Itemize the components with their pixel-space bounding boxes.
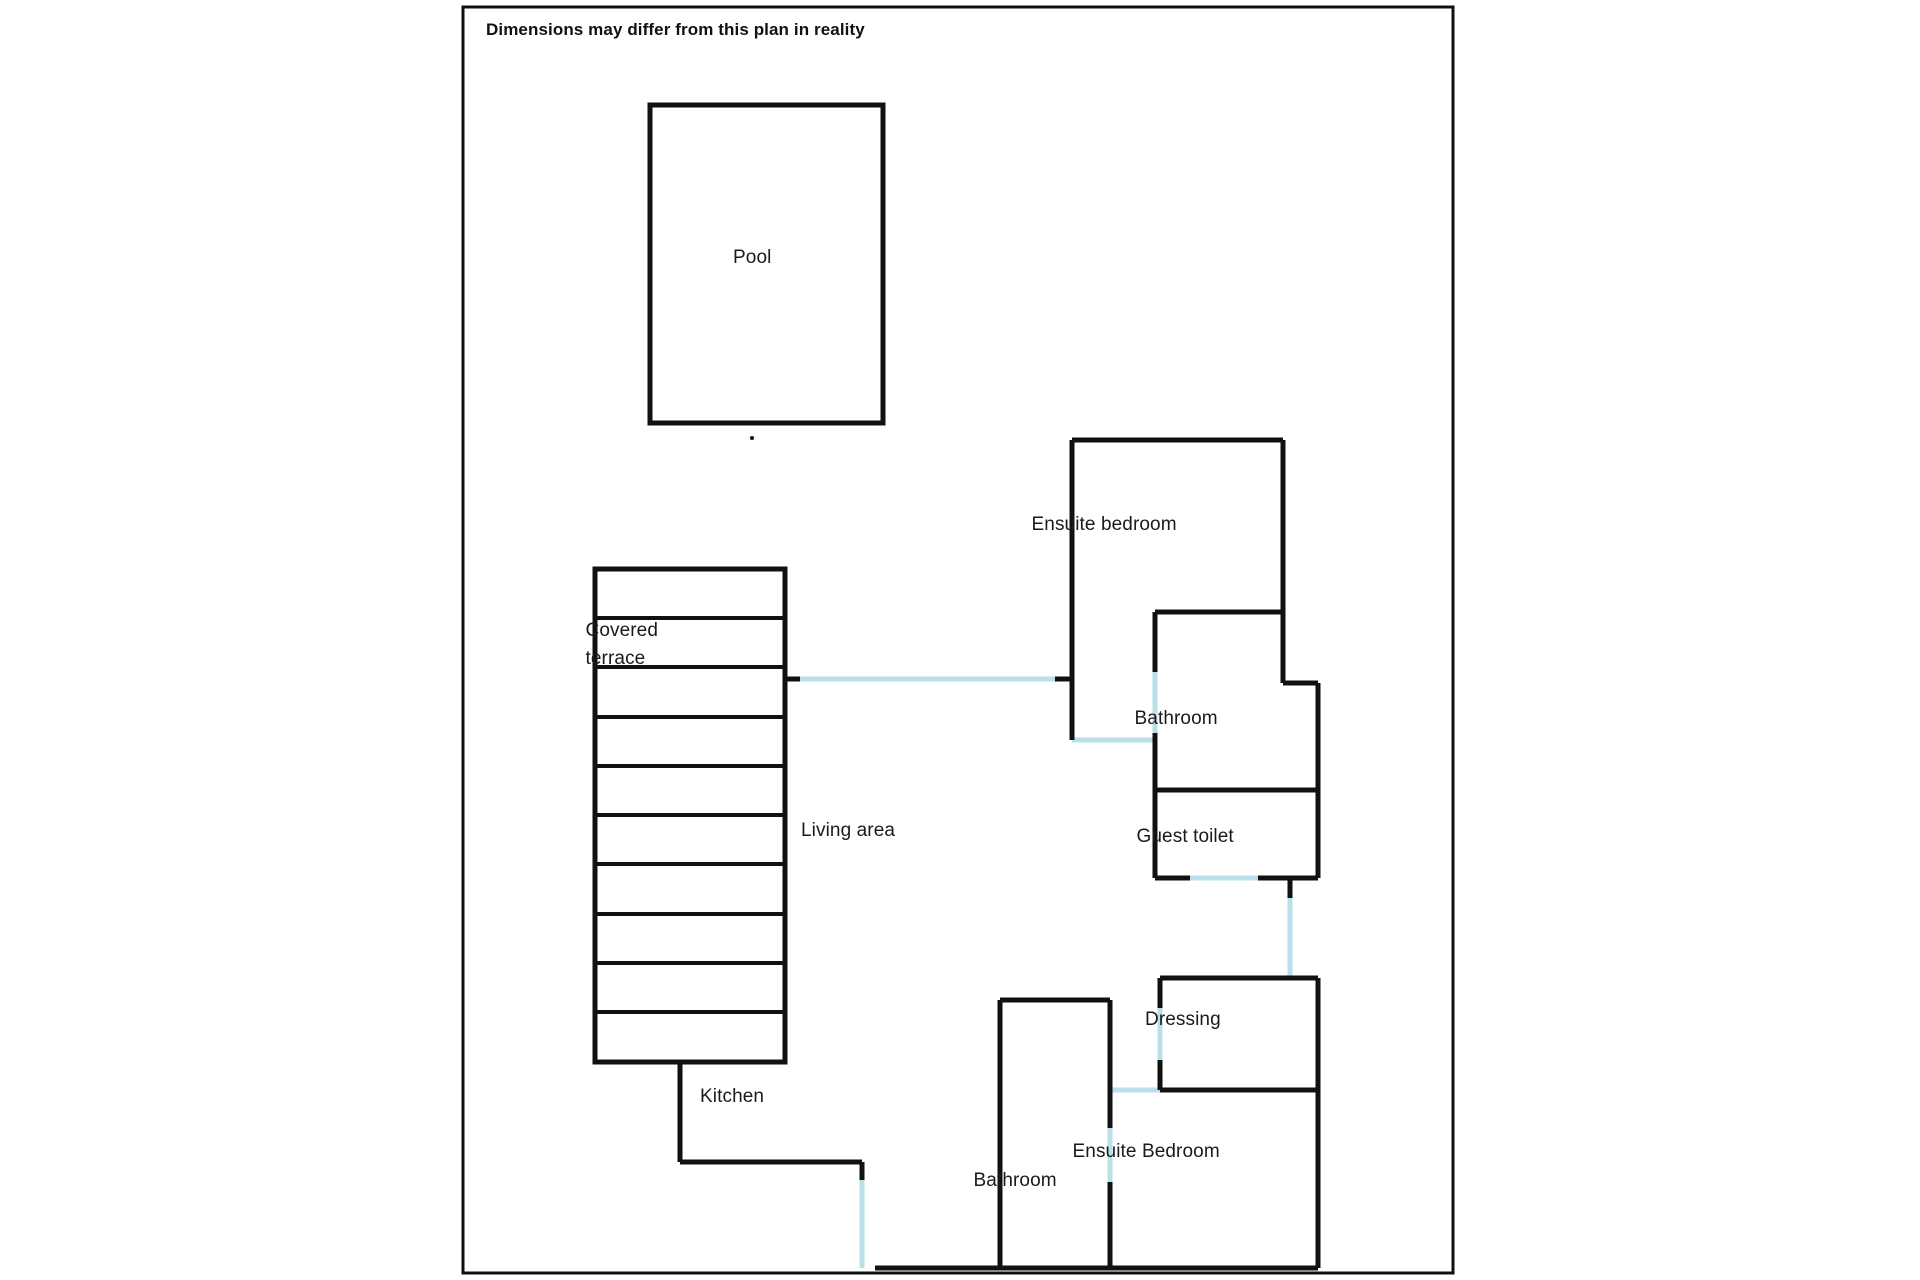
room-label-dressing: Dressing [1145,1008,1221,1030]
room-label-pool: Pool [733,246,772,268]
pool-rect [647,102,886,426]
room-label-ensuite-bedroom-lower: Ensuite Bedroom [1072,1140,1220,1162]
room-label-ensuite-bedroom-upper: Ensuite bedroom [1031,513,1177,535]
room-label-bathroom-lower: Bathroom [973,1169,1057,1191]
plan-frame-border [461,5,1455,1275]
room-label-living-area: Living area [801,819,896,841]
marks-layer [750,436,754,440]
pool-dot [750,436,754,440]
room-label-kitchen: Kitchen [700,1085,765,1107]
room-label-guest-toilet: Guest toilet [1136,825,1234,847]
walls-layer [592,102,1321,1271]
plan-disclaimer-note: Dimensions may differ from this plan in … [486,20,865,39]
room-label-covered-terrace: Covered terrace [585,620,659,669]
plan-frame [461,5,1455,1275]
room-label-bathroom-upper: Bathroom [1134,707,1218,729]
